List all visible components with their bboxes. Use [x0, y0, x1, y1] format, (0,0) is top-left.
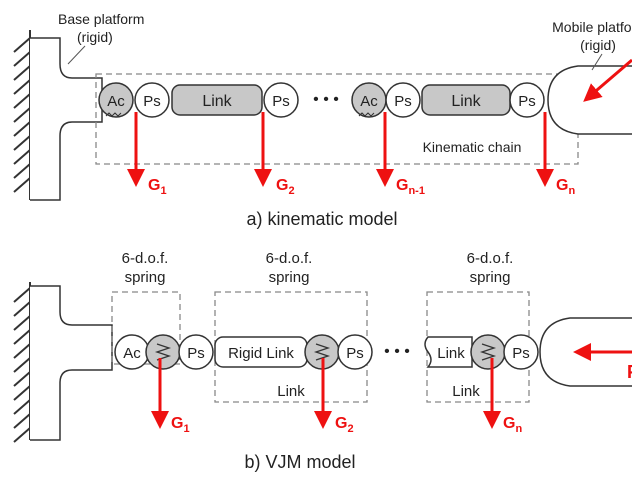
mobile-platform	[547, 65, 632, 135]
mobile-platform-label-1: Mobile platform	[552, 19, 632, 35]
svg-text:Ps: Ps	[346, 345, 364, 362]
spring-box-1	[111, 291, 181, 365]
caption-vjm: b) VJM model	[244, 452, 355, 472]
ac-joint-vjm: Ac	[114, 334, 150, 370]
kinematic-model: Base platform (rigid) Ac Ps Link Ps • • …	[13, 11, 632, 229]
ps-joint-4: Ps	[509, 82, 545, 118]
svg-text:Link: Link	[202, 93, 232, 110]
ac-joint-n: Ac	[351, 82, 387, 118]
base-platform-label-2: (rigid)	[77, 29, 113, 45]
spring-label-1b: spring	[125, 269, 166, 286]
mobile-label-leader	[591, 53, 603, 71]
link-box-2	[214, 291, 368, 403]
external-force-arrow-top	[583, 58, 632, 102]
external-force-label: F	[627, 362, 632, 382]
svg-text:Ps: Ps	[143, 93, 161, 110]
ac-joint-1: Ac	[98, 82, 134, 118]
vjm-gravity-label-2: G2	[335, 415, 354, 435]
spring-label-2a: 6-d.o.f.	[266, 250, 313, 267]
svg-text:Ps: Ps	[518, 93, 536, 110]
ps-joint-3: Ps	[385, 82, 421, 118]
base-platform-label-1: Base platform	[58, 11, 144, 27]
svg-text:Link: Link	[451, 93, 481, 110]
link-vjm-n: Link	[424, 336, 473, 368]
link-box-n	[426, 291, 530, 403]
ps-joint-vjm-2: Ps	[337, 334, 373, 370]
ground-wall-top	[13, 30, 31, 200]
svg-text:Ps: Ps	[394, 93, 412, 110]
spring-label-na: 6-d.o.f.	[467, 250, 514, 267]
link-1: Link	[171, 84, 263, 116]
link-n: Link	[421, 84, 511, 116]
ps-joint-2: Ps	[263, 82, 299, 118]
base-label-leader	[67, 45, 86, 65]
rigid-link: Rigid Link	[214, 336, 308, 368]
ground-wall-bottom	[13, 282, 31, 443]
gravity-label-1: G1	[148, 177, 167, 197]
vjm-ellipsis: • • •	[384, 343, 410, 360]
ps-joint-1: Ps	[134, 82, 170, 118]
link-box-label-2: Link	[277, 383, 305, 400]
kinematic-ellipsis: • • •	[313, 91, 339, 108]
caption-kinematic: a) kinematic model	[246, 209, 397, 229]
ps-joint-vjm-n: Ps	[503, 334, 539, 370]
svg-text:Link: Link	[437, 345, 465, 362]
vjm-gravity-label-1: G1	[171, 415, 190, 435]
svg-text:Rigid Link: Rigid Link	[228, 345, 294, 362]
vjm-gravity-label-n: Gn	[503, 415, 522, 435]
spring-joint-n	[470, 334, 506, 370]
gravity-label-n: Gn	[556, 177, 575, 197]
svg-text:Ac: Ac	[107, 93, 125, 110]
spring-label-2b: spring	[269, 269, 310, 286]
gravity-label-n-1: Gn-1	[396, 177, 425, 197]
mobile-platform-label-2: (rigid)	[580, 37, 616, 53]
link-box-label-n: Link	[452, 383, 480, 400]
svg-text:Ps: Ps	[512, 345, 530, 362]
base-platform	[30, 37, 103, 201]
ps-joint-vjm-1: Ps	[178, 334, 214, 370]
spring-label-1a: 6-d.o.f.	[122, 250, 169, 267]
gravity-label-2: G2	[276, 177, 295, 197]
spring-joint-1	[145, 334, 181, 370]
svg-text:Ps: Ps	[272, 93, 290, 110]
kinematic-chain-box	[95, 73, 579, 165]
kinematic-chain-label: Kinematic chain	[423, 139, 522, 155]
spring-label-nb: spring	[470, 269, 511, 286]
svg-text:Ps: Ps	[187, 345, 205, 362]
vjm-model: 6-d.o.f. spring 6-d.o.f. spring Link 6-d…	[13, 250, 632, 472]
svg-text:Ac: Ac	[360, 93, 378, 110]
svg-text:Ac: Ac	[123, 345, 141, 362]
base-platform-vjm	[30, 285, 113, 441]
